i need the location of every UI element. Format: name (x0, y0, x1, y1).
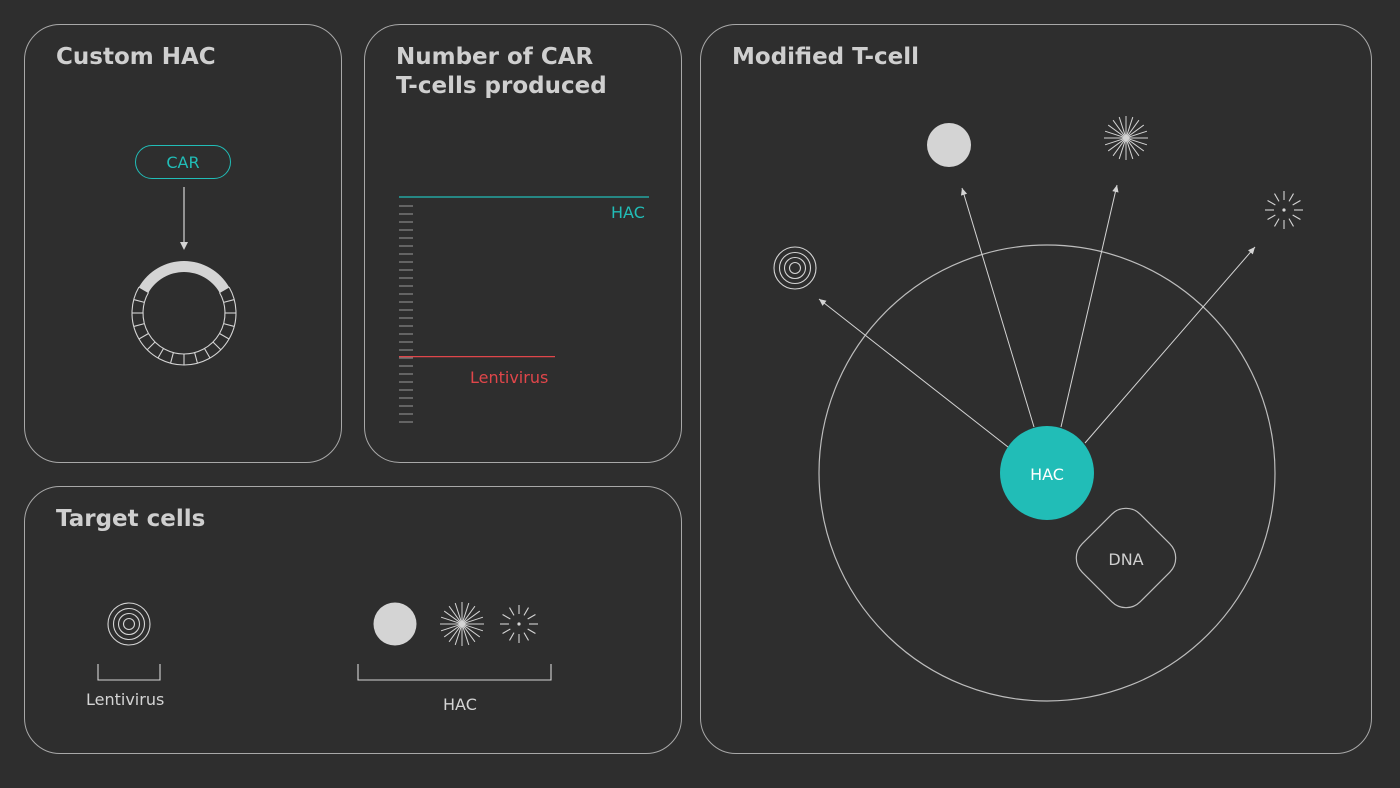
dashed-burst-icon (1265, 191, 1303, 229)
hac-bracket (357, 664, 552, 681)
car-count-panel: Number of CAR T-cells produced HAC Lenti… (364, 24, 682, 463)
hac-plasmid-ring-icon (131, 261, 237, 366)
hac-center-label: HAC (1030, 465, 1064, 484)
lentivirus-bracket (97, 664, 161, 681)
axis-ticks (399, 205, 413, 423)
starburst-icon (1104, 116, 1148, 160)
chart-hac-label: HAC (611, 203, 645, 222)
target-cells-title: Target cells (56, 506, 206, 532)
solid-circle-icon (927, 123, 971, 167)
target-hac-label: HAC (443, 695, 477, 714)
chart-lentivirus-label: Lentivirus (470, 368, 549, 387)
modified-tcell-panel: Modified T-cell HAC DNA (700, 24, 1372, 754)
expression-arrows (818, 184, 1256, 448)
car-count-title: Number of CAR T-cells produced (396, 44, 607, 99)
starburst-icon (440, 602, 484, 646)
car-pill-label: CAR (135, 145, 231, 179)
custom-hac-panel: Custom HAC CAR (24, 24, 342, 463)
concentric-circle-icon (773, 246, 817, 290)
target-cells-art (97, 602, 552, 681)
dna-label: DNA (1108, 550, 1144, 569)
dashed-burst-icon (500, 605, 538, 643)
custom-hac-art (131, 187, 237, 366)
solid-circle-icon (373, 602, 417, 646)
concentric-circle-icon (107, 602, 151, 646)
arrow-head-icon (180, 242, 188, 250)
modified-tcell-art (773, 116, 1303, 702)
target-cells-panel: Target cells Lentivirus HAC (24, 486, 682, 754)
dna-diamond-icon (1075, 507, 1177, 609)
modified-tcell-title: Modified T-cell (732, 44, 920, 70)
target-lentivirus-label: Lentivirus (86, 690, 165, 709)
tcell-membrane (818, 244, 1276, 702)
car-count-chart (399, 196, 649, 423)
hac-nucleus-icon (1000, 426, 1094, 520)
custom-hac-title: Custom HAC (56, 44, 216, 70)
